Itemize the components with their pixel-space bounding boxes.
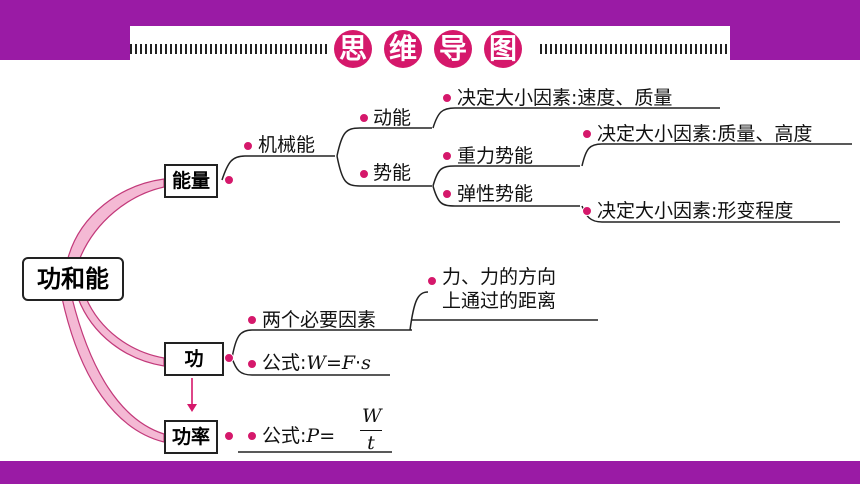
line-factors-detail xyxy=(409,291,429,331)
power-formula-P: P xyxy=(306,425,320,447)
node-factors-line1: 力、力的方向 xyxy=(442,266,557,288)
branch-root-power xyxy=(61,297,165,443)
title-char-2: 维 xyxy=(384,30,422,68)
node-energy: 能量 xyxy=(164,164,219,198)
title-char-4: 图 xyxy=(484,30,522,68)
title-char-1: 思 xyxy=(334,30,372,68)
bullet-power-formula xyxy=(247,431,257,441)
bullet-work-formula xyxy=(247,359,257,369)
bullet-gravity xyxy=(442,151,452,161)
bullet-elastic xyxy=(442,189,452,199)
line-kinetic-factor xyxy=(432,107,720,129)
bullet-energy xyxy=(224,175,234,185)
bullet-factors-detail xyxy=(427,276,437,286)
line-mechanical-kinetic xyxy=(336,127,432,157)
node-gravity-factor: 决定大小因素:质量、高度 xyxy=(597,123,813,145)
node-power-formula: 公式:P= xyxy=(262,425,335,447)
node-kinetic-factor: 决定大小因素:速度、质量 xyxy=(457,87,673,109)
node-work-factors: 两个必要因素 xyxy=(262,309,377,331)
line-potential-elastic xyxy=(432,185,580,207)
line-potential-gravity xyxy=(432,165,580,187)
root-node: 功和能 xyxy=(22,257,124,301)
line-gravity-factor xyxy=(581,143,852,167)
bullet-kinetic-factor xyxy=(442,93,452,103)
node-potential: 势能 xyxy=(373,162,412,184)
arrow-head xyxy=(187,404,197,412)
power-formula-fraction-bar xyxy=(360,430,382,431)
line-energy-mechanical xyxy=(221,155,335,181)
work-formula-prefix: 公式: xyxy=(262,352,307,374)
bullet-gravity-factor xyxy=(582,129,592,139)
work-formula-F: F xyxy=(341,352,356,374)
node-factors-line2: 上通过的距离 xyxy=(442,290,557,312)
work-formula-W: W xyxy=(306,352,326,374)
line-mechanical-potential xyxy=(336,155,432,187)
node-elastic-factor: 决定大小因素:形变程度 xyxy=(597,200,794,222)
bullet-mechanical xyxy=(243,141,253,151)
bullet-elastic-factor xyxy=(582,206,592,216)
work-formula-eq: = xyxy=(325,352,342,374)
bottom-band xyxy=(0,461,860,484)
branch-root-energy xyxy=(67,178,165,259)
node-work: 功 xyxy=(164,342,224,376)
node-mechanical: 机械能 xyxy=(258,134,316,156)
power-formula-eq: = xyxy=(319,425,336,447)
node-work-formula: 公式:W=F·s xyxy=(262,352,371,374)
power-formula-prefix: 公式: xyxy=(262,425,307,447)
node-power: 功率 xyxy=(164,420,219,454)
bullet-kinetic xyxy=(359,113,369,123)
bullet-potential xyxy=(359,169,369,179)
power-formula-denominator: t xyxy=(367,432,375,454)
line-work-factors xyxy=(231,329,412,359)
work-formula-dot: · xyxy=(355,352,362,374)
line-work-formula xyxy=(231,357,390,376)
node-kinetic: 动能 xyxy=(373,107,412,129)
diagram-panel xyxy=(12,60,848,461)
bullet-work xyxy=(224,353,234,363)
node-gravity: 重力势能 xyxy=(457,145,534,167)
bullet-power xyxy=(224,431,234,441)
title-char-3: 导 xyxy=(434,30,472,68)
work-formula-s: s xyxy=(361,352,371,374)
node-elastic: 弹性势能 xyxy=(457,183,534,205)
bullet-work-factors xyxy=(247,315,257,325)
power-formula-numerator: W xyxy=(362,405,382,427)
